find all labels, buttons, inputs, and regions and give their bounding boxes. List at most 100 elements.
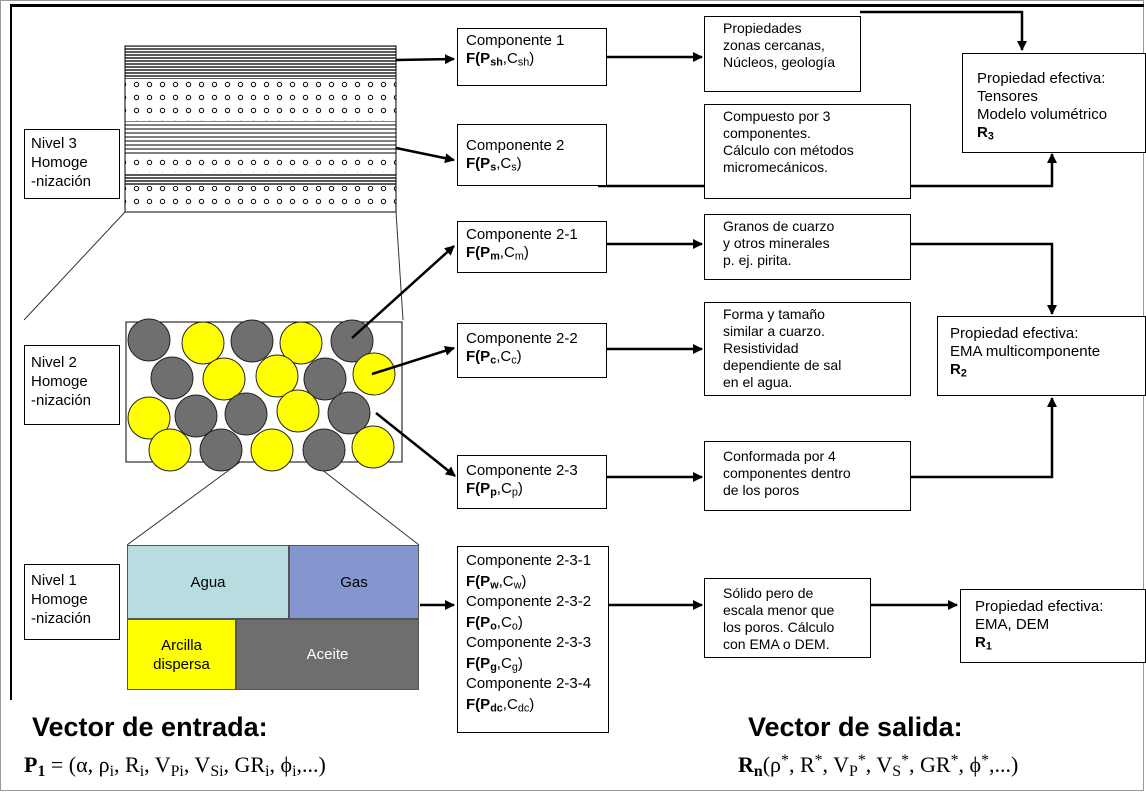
component-1-box: Componente 1 F(Psh,Csh) [457,28,607,86]
component-formula: F(Ps,Cs) [466,155,522,174]
description-line: componentes. [723,125,811,141]
result-text: Propiedad efectiva: [975,598,1104,615]
result-text: EMA, DEM [975,616,1050,633]
description-line: Compuesto por 3 [723,108,831,124]
top-border [10,4,1144,7]
description-line: con EMA o DEM. [723,636,830,652]
description-line: y otros minerales [723,235,830,251]
grain [174,394,218,438]
component-name: Componente 2-1 [466,226,578,243]
level-text: Homoge [31,373,88,390]
output-vector-title: Vector de salida: [748,712,963,742]
result-r1-box: Propiedad efectiva: EMA, DEM R1 [960,589,1146,663]
description-line: Cálculo con métodos [723,142,854,158]
arrow [351,245,455,339]
grain [279,321,323,365]
description-line: Granos de cuarzo [723,218,835,234]
description-line: escala menor que [723,602,835,618]
description-line: Propiedades [723,20,802,36]
level-text: -nización [31,392,92,409]
component-name: Componente 1 [466,32,565,49]
component-formula: F(Pp,Cp) [466,480,523,499]
aceite-label: Aceite [306,646,349,663]
component-formula: F(Psh,Csh) [466,50,535,69]
description-line: dependiente de sal [723,357,842,373]
component-name: Componente 2-3-1 [466,552,592,569]
grain [202,357,246,401]
gas-label: Gas [340,573,368,591]
result-symbol: R1 [975,634,992,653]
grain [127,396,171,440]
level-text: -nización [31,610,92,627]
component-formula: F(Pdc,Cdc) [466,695,535,715]
component-2-3-x-box: Componente 2-3-1 F(Pw,Cw) Componente 2-3… [457,546,609,733]
arrow [910,397,1057,479]
result-r2-box: Propiedad efectiva: EMA multicomponente … [937,316,1146,396]
component-name: Componente 2 [466,137,565,154]
result-text: Propiedad efectiva: [977,70,1106,87]
level-text: -nización [31,173,92,190]
description-line: zonas cercanas, [723,37,825,53]
input-vector-formula: P1 = (α, ρi, Ri, VPi, VSi, GRi, ϕi,...) [24,752,326,780]
result-symbol: R3 [977,124,994,143]
grain [255,354,299,398]
description-line: micromecánicos. [723,159,829,175]
grain [224,392,268,436]
level-3-label: Nivel 3 Homoge -nización [24,129,120,199]
grain [250,428,294,472]
output-vector-formula: Rn(ρ*, R*, VP*, VS*, GR*, ϕ*,...) [738,751,1019,780]
agua-label: Agua [190,573,226,591]
grain [330,319,374,363]
result-text: Tensores [977,88,1038,105]
arcilla-label: Arcilla [161,636,202,654]
grain [303,357,347,401]
level-text: Homoge [31,591,88,608]
description-line: los poros. Cálculo [723,619,835,635]
description-line: p. ej. pirita. [723,252,792,268]
grain [148,428,192,472]
arrow [860,10,1027,51]
grain [276,389,320,433]
zoom-line [126,461,241,546]
zoom-line [311,461,420,546]
zoom-line [23,211,126,321]
description-line: Resistividad [723,340,799,356]
component-formula: F(Pg,Cg) [466,654,523,674]
component-name: Componente 2-3 [466,462,578,479]
description-line: Sólido pero de [723,585,814,601]
component-2-box: Componente 2 F(Ps,Cs) [457,124,607,186]
level-text: Nivel 1 [31,572,77,589]
description-line: similar a cuarzo. [723,323,825,339]
component-name: Componente 2-3-4 [466,675,592,692]
arrow [375,412,456,477]
result-text: Modelo volumétrico [977,106,1108,123]
component-2-3-box: Componente 2-3 F(Pp,Cp) [457,455,607,509]
layered-rock-image [124,45,397,213]
grain [181,321,225,365]
level-text: Homoge [31,154,88,171]
zoom-line [395,211,404,321]
grain [302,428,346,472]
result-r3-box: Propiedad efectiva: Tensores Modelo volu… [962,53,1146,153]
grain [230,319,274,363]
arcilla-label: dispersa [153,655,210,673]
component-formula: F(Pw,Cw) [466,572,527,592]
description-line: Núcleos, geología [723,54,836,70]
level-text: Nivel 3 [31,135,77,152]
arrow [910,242,1057,315]
component-name: Componente 2-2 [466,330,578,347]
agua-block: Agua [127,545,289,619]
component-formula: F(Pc,Cc) [466,348,522,367]
result-text: EMA multicomponente [950,343,1101,360]
level-1-label: Nivel 1 Homoge -nización [24,564,120,640]
input-vector-title: Vector de entrada: [32,712,268,742]
component-formula: F(Po,Co) [466,613,523,633]
arrow [395,146,455,164]
left-border [10,4,12,700]
